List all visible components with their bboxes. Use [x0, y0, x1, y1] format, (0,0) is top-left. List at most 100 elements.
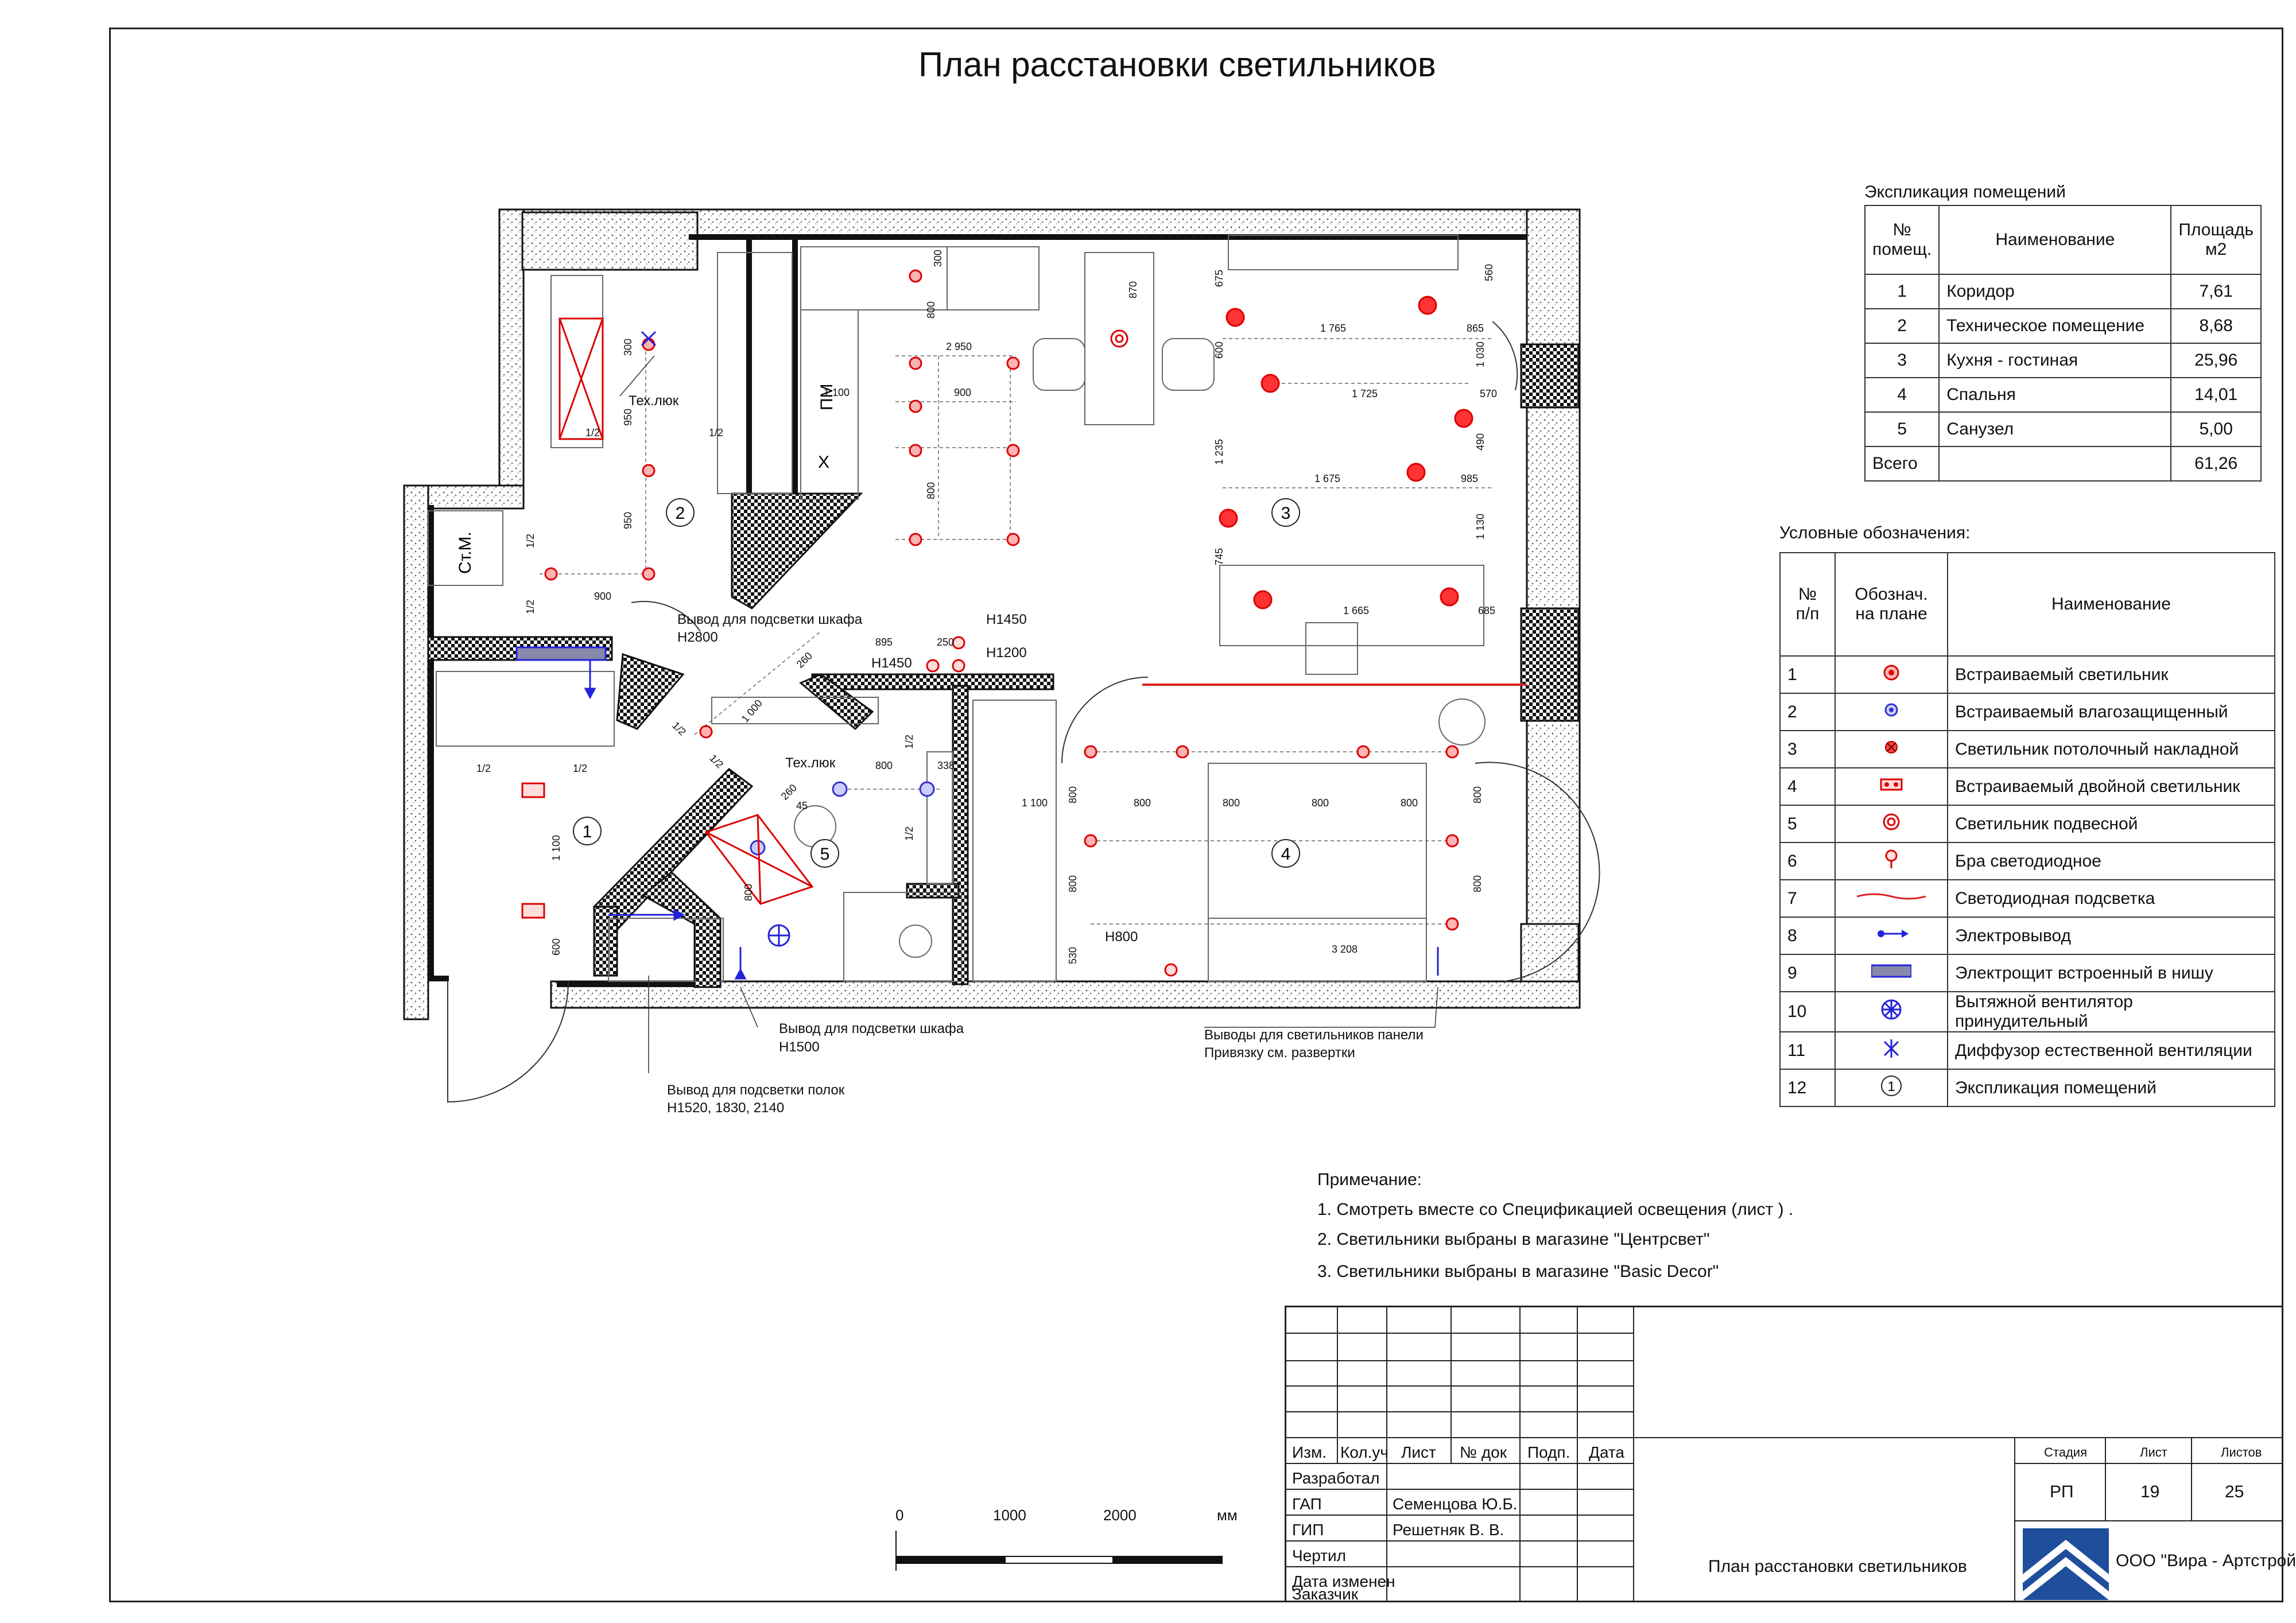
dim-12d: 1/2 — [525, 600, 536, 614]
legend-num: 10 — [1779, 991, 1836, 1032]
double-recessed-light-icon — [1880, 778, 1903, 790]
explication-num: 4 — [1864, 377, 1940, 413]
ceiling-mounted-lights — [1219, 296, 1473, 609]
note-item: 1. Смотреть вместе со Спецификацией осве… — [1317, 1200, 1794, 1219]
dim-900a: 900 — [594, 591, 611, 602]
dim-300a: 300 — [622, 339, 634, 356]
explication-num: 3 — [1864, 343, 1940, 378]
furniture — [428, 235, 1486, 982]
legend-name: Встраиваемый светильник — [1947, 655, 2275, 694]
power-outlets — [584, 660, 1439, 980]
exhaust-fan-icon — [1881, 999, 1902, 1020]
legend-name: Светильник подвесной — [1947, 805, 2275, 843]
legend-name: Электровывод — [1947, 917, 2275, 955]
explication-total-row: Всего 61,26 — [1864, 446, 2262, 482]
electric-panel — [515, 646, 607, 661]
legend-num: 12 — [1779, 1069, 1836, 1107]
dim-800d: 800 — [925, 482, 937, 499]
dim-1235: 1 235 — [1213, 439, 1225, 465]
interior-walls — [428, 234, 1527, 987]
tb-role-drafter: Чертил — [1292, 1547, 1346, 1564]
dim-12e: 1/2 — [476, 763, 491, 774]
annotation-h1200: H1200 — [986, 645, 1027, 661]
tb-role-gip: ГИП — [1292, 1521, 1324, 1539]
explication-name: Техническое помещение — [1938, 308, 2172, 344]
dim-12c: 1/2 — [525, 534, 536, 548]
tb-header-sign: Подп. — [1527, 1443, 1570, 1461]
company-logo — [2023, 1528, 2109, 1600]
legend-symbol — [1835, 805, 1948, 843]
tb-name-gap: Семенцова Ю.Б. — [1393, 1495, 1518, 1513]
dim-800g: 800 — [1312, 797, 1329, 809]
dim-675: 675 — [1213, 270, 1225, 287]
dim-12j: 1/2 — [903, 826, 915, 841]
legend-num: 9 — [1779, 954, 1836, 992]
dim-12i: 1/2 — [903, 735, 915, 749]
explication-area: 7,61 — [2170, 274, 2262, 309]
exterior-walls — [403, 208, 1581, 1020]
dim-900b: 900 — [954, 387, 971, 398]
dim-800b: 800 — [743, 884, 754, 901]
dim-260b: 260 — [779, 782, 799, 802]
legend-name: Бра светодиодное — [1947, 842, 2275, 880]
explication-total-area: 61,26 — [2170, 446, 2262, 482]
explication-name: Кухня - гостиная — [1938, 343, 2172, 378]
drawing-title: План расстановки светильников — [918, 45, 1436, 84]
tb-role-changed: Дата изменен — [1292, 1572, 1395, 1590]
explication-total-label: Всего — [1864, 446, 1940, 482]
explication-area: 25,96 — [2170, 343, 2262, 378]
dim-985: 985 — [1461, 473, 1478, 484]
tb-drawing-name: План расстановки светильников — [1708, 1557, 1967, 1576]
annotation-h1450b: H1450 — [871, 655, 912, 671]
annotation-closet-light-2-h: H1500 — [779, 1039, 820, 1055]
dim-3208: 3 208 — [1332, 943, 1358, 955]
legend-symbol — [1835, 879, 1948, 918]
tb-header-izm: Изм. — [1292, 1443, 1327, 1461]
dim-12f: 1/2 — [573, 763, 587, 774]
dim-1100a: 1 100 — [550, 835, 562, 861]
room-2-label: 2 — [676, 504, 685, 523]
legend-name: Светодиодная подсветка — [1947, 879, 2275, 918]
legend-name: Вытяжной вентилятор принудительный — [1947, 991, 2275, 1032]
tb-name-gip: Решетняк В. В. — [1393, 1521, 1504, 1539]
st-m-tag: Ст.М. — [456, 531, 475, 574]
tb-sheets: 25 — [2225, 1482, 2244, 1501]
led-sconces — [926, 636, 1178, 977]
dim-1765: 1 765 — [1320, 323, 1346, 334]
explication-caption: Экспликация помещений — [1864, 183, 2066, 201]
annotation-shelf-light-h: H1520, 1830, 2140 — [667, 1100, 784, 1116]
annotation-tech-hatch-1: Тех.люк — [629, 393, 679, 409]
tb-header-list: Лист — [1401, 1443, 1436, 1461]
recessed-waterproof-light-icon — [1884, 703, 1898, 716]
waterproof-lights — [750, 781, 935, 856]
dim-12a: 1/2 — [585, 427, 600, 438]
notes: Примечание: 1. Смотреть вместе со Специф… — [1317, 1165, 1793, 1287]
tb-sheets-label: Листов — [2221, 1445, 2262, 1459]
tb-stage: РП — [2050, 1482, 2074, 1501]
dim-560: 560 — [1483, 264, 1495, 281]
drawing-frame — [109, 28, 2283, 1602]
explication-num: 1 — [1864, 274, 1940, 309]
room-3-label: 3 — [1281, 504, 1291, 523]
dim-865: 865 — [1467, 323, 1484, 334]
dim-12h: 1/2 — [707, 752, 726, 771]
dim-685: 685 — [1478, 605, 1495, 616]
room-4-label: 4 — [1281, 845, 1291, 864]
led-sconce-icon — [1885, 849, 1898, 868]
dim-600b: 600 — [1213, 341, 1225, 359]
electric-panel-icon — [1870, 964, 1913, 977]
dim-950b: 950 — [622, 512, 634, 529]
dim-745: 745 — [1213, 548, 1225, 565]
legend-name: Встраиваемый влагозащищенный — [1947, 693, 2275, 731]
